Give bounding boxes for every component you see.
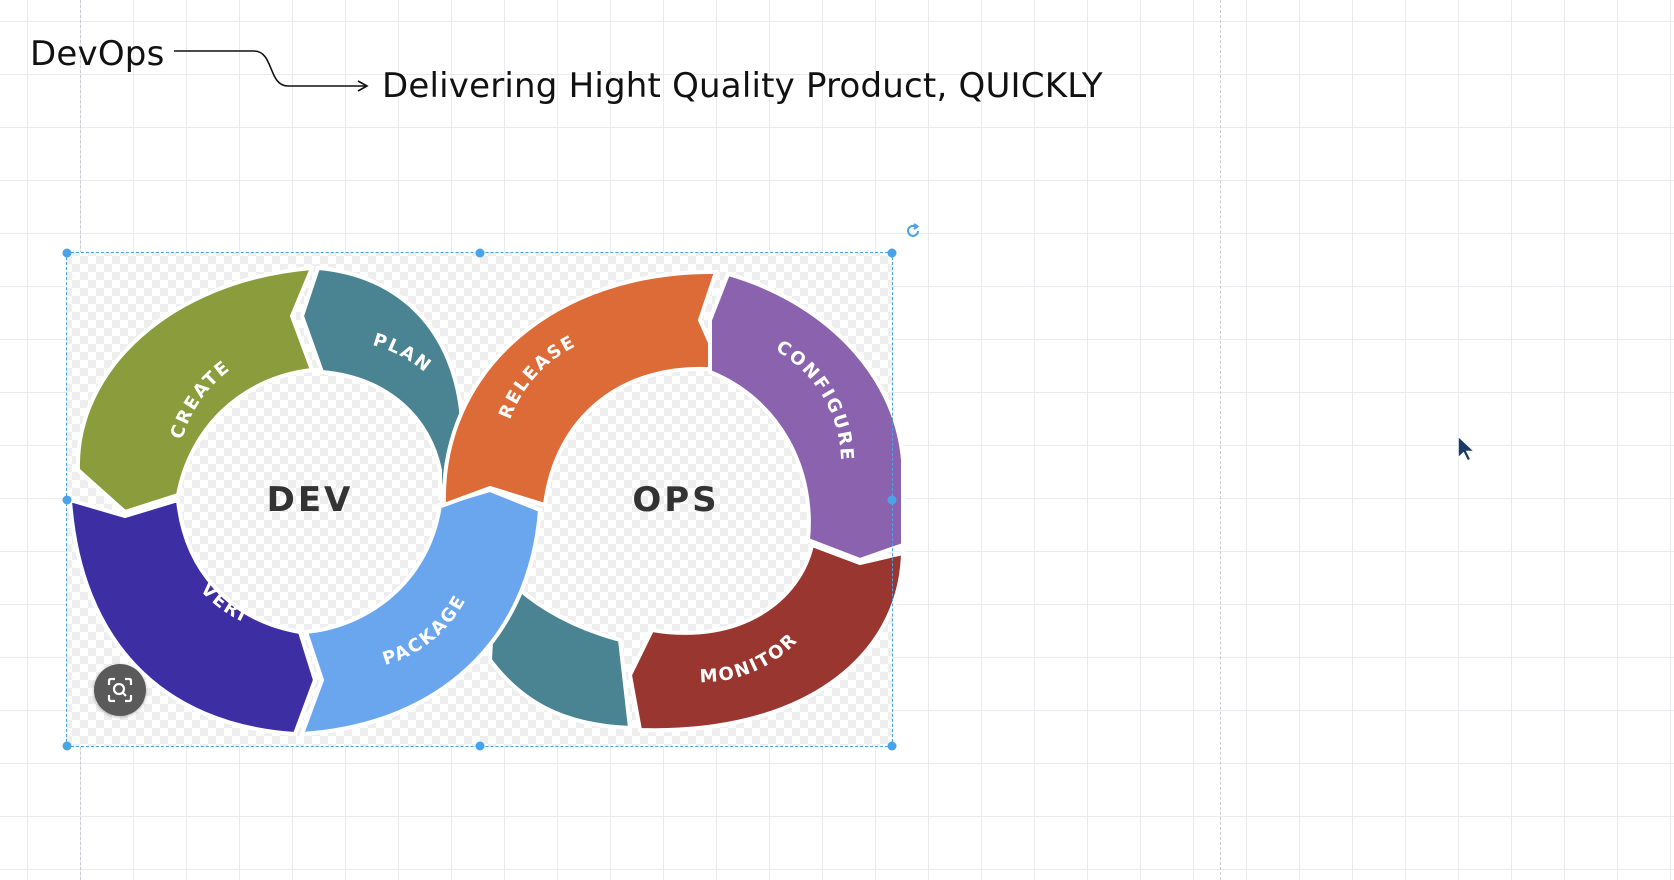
page-boundary-right [1220, 0, 1221, 880]
resize-handle-bottom[interactable] [475, 741, 484, 751]
selection-box[interactable] [62, 248, 897, 751]
dev-loop-label: DEV [267, 480, 354, 520]
resize-handle-bottom-left[interactable] [62, 741, 72, 751]
visual-search-button[interactable] [94, 664, 146, 716]
resize-handle-top[interactable] [475, 248, 484, 258]
segment-create [75, 265, 316, 515]
resize-handle-bottom-right[interactable] [887, 741, 897, 751]
segment-plan [299, 265, 465, 501]
visual-search-icon [107, 677, 133, 703]
segment-verify [67, 497, 318, 737]
devops-title-text[interactable]: DevOps [30, 34, 165, 74]
ops-loop-label: OPS [632, 480, 719, 520]
segment-release [441, 269, 726, 508]
cycle-segments [67, 265, 906, 737]
segment-monitor [627, 542, 906, 733]
resize-handle-left[interactable] [62, 495, 72, 504]
crossover-segment [487, 559, 633, 731]
rotate-icon[interactable] [904, 222, 922, 240]
resize-handle-top-left[interactable] [62, 248, 72, 258]
tagline-text[interactable]: Delivering Hight Quality Product, QUICKL… [382, 66, 1103, 106]
resize-handle-top-right[interactable] [887, 248, 897, 258]
resize-handle-right[interactable] [887, 495, 897, 504]
segment-configure [708, 271, 905, 563]
connector-arrow[interactable] [170, 40, 380, 100]
segment-package [299, 487, 543, 737]
mouse-pointer-icon [1457, 434, 1477, 462]
